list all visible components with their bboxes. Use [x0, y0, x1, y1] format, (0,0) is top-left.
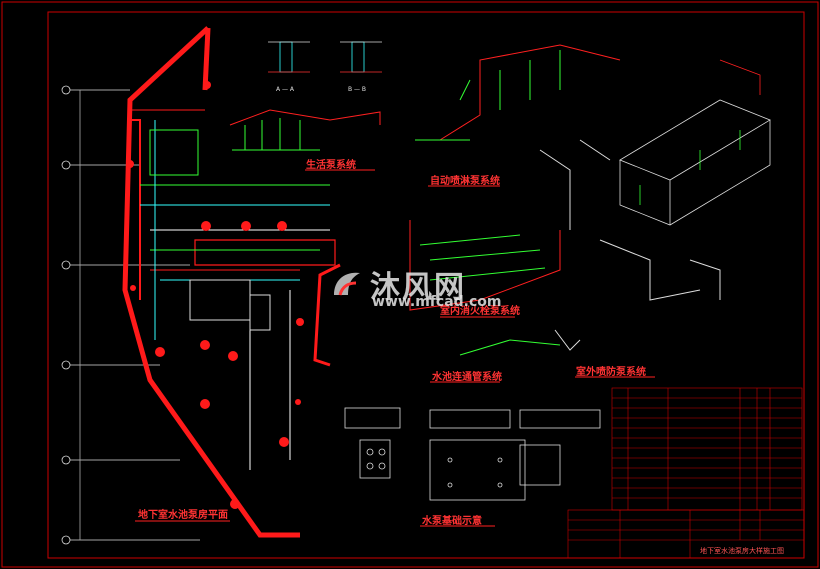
sprinkler-system: [415, 44, 621, 230]
pump-room-walls: [122, 26, 341, 538]
watermark-brand: 沐风网: [370, 270, 466, 305]
watermark: 沐风网 www.mfcad.com: [330, 262, 502, 310]
title-indoor-hydrant: 室内消火栓泵系统: [440, 306, 520, 317]
pool-pipe-system: [459, 329, 581, 356]
inner-frame: [47, 11, 805, 559]
watermark-url: www.mfcad.com: [372, 294, 502, 310]
title-pump-foundation: 水泵基础示意: [422, 516, 482, 527]
label-section-b: B — B: [348, 86, 367, 93]
title-outdoor-spray: 室外喷防泵系统: [576, 367, 646, 378]
foundation-details: [344, 407, 601, 501]
title-pool-pipe: 水池连通管系统: [432, 372, 502, 383]
title-domestic-water: 生活泵系统: [306, 160, 356, 171]
drawing-name: 地下室水池泵房大样施工图: [700, 547, 784, 555]
domestic-water-system: [229, 109, 381, 151]
legend-table: [611, 387, 803, 511]
title-block: [567, 509, 805, 559]
label-section-a: A — A: [276, 86, 295, 93]
watermark-logo-icon: [334, 272, 360, 296]
title-sprinkler: 自动喷淋泵系统: [430, 176, 500, 187]
plan-pipes: [140, 120, 330, 470]
section-details: [268, 41, 382, 73]
title-underlines: [135, 169, 655, 527]
roof-tank-system: [619, 59, 771, 226]
plan-fixtures: [126, 81, 304, 509]
indoor-hydrant-system: [409, 220, 721, 311]
title-pump-room-plan: 地下室水池泵房平面: [138, 510, 228, 521]
